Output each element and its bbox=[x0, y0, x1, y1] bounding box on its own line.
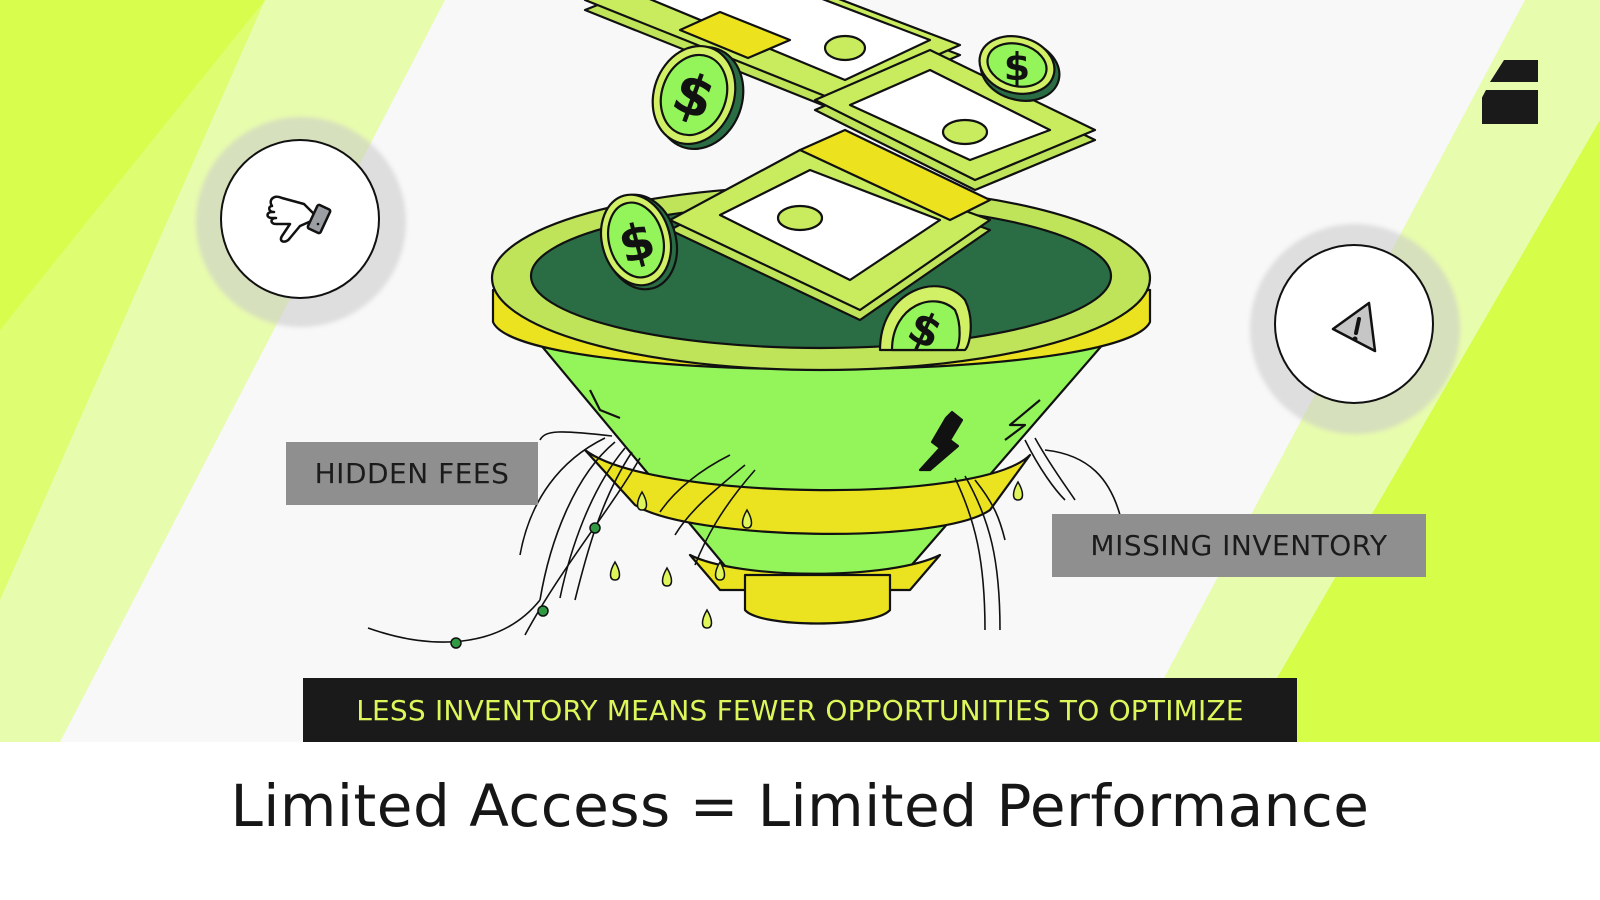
hero-illustration: $ $ $ $ bbox=[0, 0, 1600, 742]
warning-triangle-icon bbox=[1331, 301, 1377, 353]
crack-mark bbox=[918, 410, 964, 472]
coin: $ bbox=[651, 44, 745, 151]
drops bbox=[609, 480, 1024, 629]
thumbs-down-badge bbox=[220, 139, 380, 299]
money-stack-funnel bbox=[668, 128, 992, 322]
leak-arrows-left bbox=[367, 431, 1121, 643]
thumbs-down-icon bbox=[266, 195, 332, 243]
warning-badge bbox=[1274, 244, 1434, 404]
money-funnel-illustration: $ $ $ $ bbox=[367, 0, 1152, 649]
coin: $ bbox=[599, 193, 679, 291]
brand-logo-icon bbox=[1482, 60, 1538, 124]
leak-nodes bbox=[450, 522, 601, 649]
missing-inventory-label: MISSING INVENTORY bbox=[1052, 514, 1426, 577]
tagline-banner: LESS INVENTORY MEANS FEWER OPPORTUNITIES… bbox=[303, 678, 1297, 742]
svg-text:$: $ bbox=[1004, 45, 1030, 89]
page-title: Limited Access = Limited Performance bbox=[230, 772, 1370, 840]
money-stack-middle bbox=[813, 48, 1097, 192]
coin: $ bbox=[878, 285, 972, 360]
coin: $ bbox=[978, 35, 1061, 102]
hidden-fees-label: HIDDEN FEES bbox=[286, 442, 538, 505]
